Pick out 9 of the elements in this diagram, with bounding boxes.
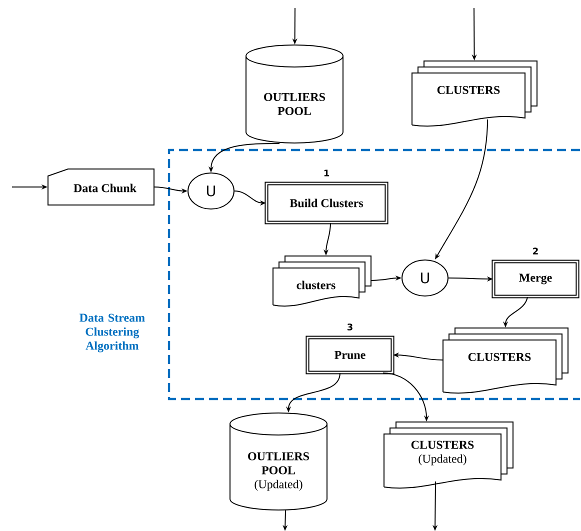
node-label: 3 xyxy=(347,324,352,330)
database-cylinder: OUTLIERS POOL (Updated) xyxy=(230,412,328,510)
node-label: 2 xyxy=(533,248,538,254)
process-box: Prune 3 xyxy=(306,324,394,374)
process-box: Build Clusters 1 xyxy=(264,170,388,224)
process-box: Merge 2 xyxy=(492,248,580,298)
node-label: 1 xyxy=(324,170,330,176)
data-card: Data Chunk xyxy=(48,168,154,206)
database-cylinder: OUTLIERS POOL xyxy=(246,44,344,144)
